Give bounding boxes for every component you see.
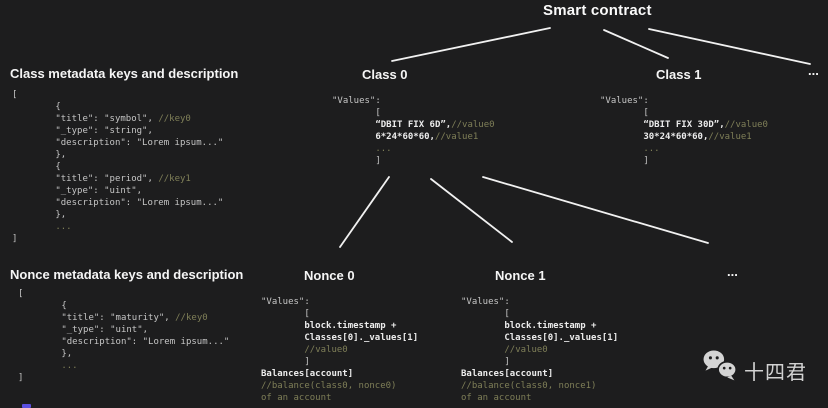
nonce1-node-label: Nonce 1 bbox=[495, 268, 546, 283]
class-metadata-heading: Class metadata keys and description bbox=[10, 66, 239, 81]
watermark: 十四君 bbox=[702, 349, 807, 391]
nonce0-node-label: Nonce 0 bbox=[304, 268, 355, 283]
clipped-blue-bracket bbox=[22, 404, 31, 408]
class-metadata-code: [ { "title": "symbol", //key0 "_type": "… bbox=[12, 90, 224, 244]
class1-node-label: Class 1 bbox=[656, 67, 702, 82]
nonce1-values-code: "Values": [ block.timestamp + Classes[0]… bbox=[461, 297, 619, 403]
watermark-text: 十四君 bbox=[744, 359, 807, 384]
wechat-icon bbox=[702, 349, 739, 391]
diagram-title: Smart contract bbox=[543, 2, 652, 19]
nonce-metadata-code: [ { "title": "maturity", //key0 "_type":… bbox=[18, 289, 230, 383]
class0-values-code: "Values": [ “DBIT FIX 6D”,//value0 6*24*… bbox=[332, 96, 495, 166]
classes-ellipsis-label: ... bbox=[808, 63, 819, 78]
nonce-metadata-heading: Nonce metadata keys and description bbox=[10, 267, 244, 282]
class0-node-label: Class 0 bbox=[362, 67, 408, 82]
nonce0-values-code: "Values": [ block.timestamp + Classes[0]… bbox=[261, 297, 419, 403]
class1-values-code: "Values": [ “DBIT FIX 30D”,//value0 30*2… bbox=[600, 96, 768, 166]
nonces-ellipsis-label: ... bbox=[727, 264, 738, 279]
